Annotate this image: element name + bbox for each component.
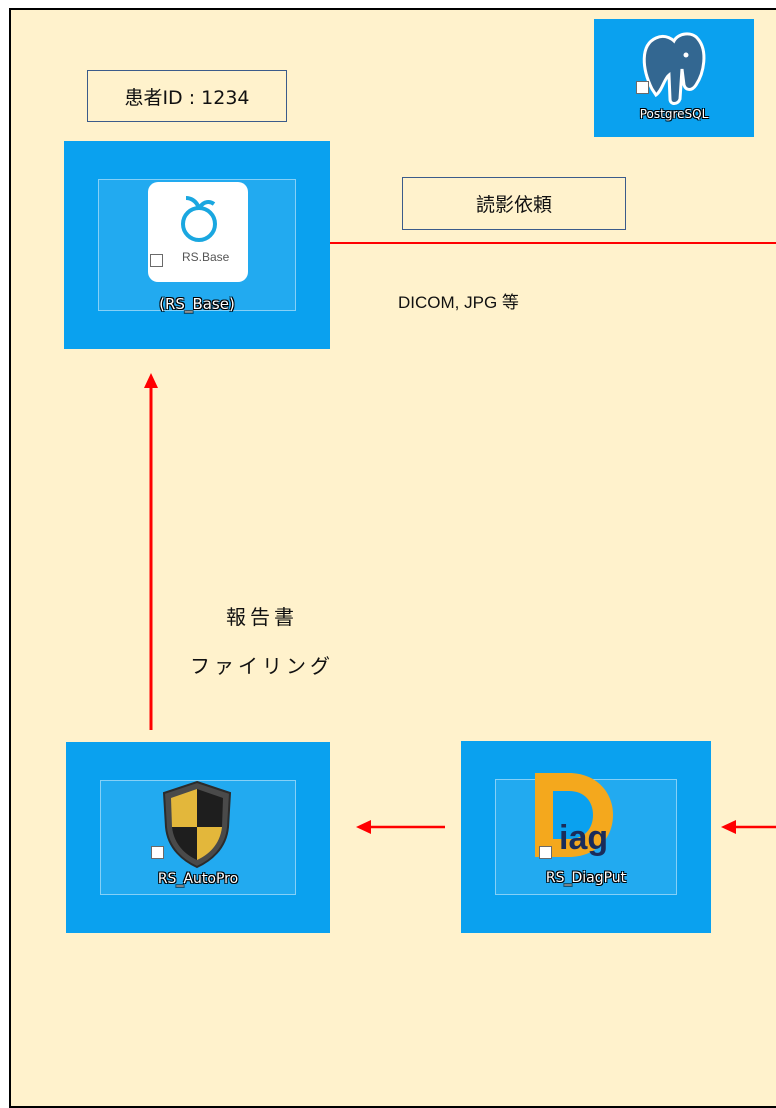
request-label: 読影依頼 [402, 177, 626, 230]
postgresql-caption: PostgreSQL [639, 107, 709, 121]
postgresql-tile[interactable]: PostgreSQL [594, 19, 754, 137]
shortcut-arrow-icon [636, 81, 649, 94]
rs-base-tile[interactable]: RS.Base (RS_Base) [64, 141, 330, 349]
rs-autopro-caption: RS_AutoPro [157, 871, 239, 887]
diagput-to-autopro-arrow [356, 820, 445, 834]
patient-id-label: 患者ID : 1234 [87, 70, 287, 122]
rs-diagput-caption: RS_DiagPut [545, 870, 627, 886]
rs-base-logo: RS.Base [148, 182, 248, 282]
report-filing-line1: 報告書 [226, 605, 298, 629]
filing-arrow [144, 373, 158, 730]
report-filing-line2: ファイリング [190, 654, 334, 678]
rs-diagput-tile[interactable]: iag RS_DiagPut [461, 741, 711, 933]
rs-base-caption: (RS_Base) [159, 295, 235, 313]
rs-autopro-tile[interactable]: RS_AutoPro [66, 742, 330, 933]
postgresql-elephant-icon [642, 32, 706, 105]
apple-icon [181, 196, 217, 242]
rs-base-logo-text: RS.Base [182, 250, 230, 264]
diag-logo-icon [535, 773, 613, 857]
data-format-text: DICOM, JPG 等 [398, 293, 519, 312]
shortcut-arrow-icon [151, 846, 164, 859]
incoming-to-diagput-arrow [721, 820, 776, 834]
shortcut-arrow-icon [150, 254, 163, 267]
shield-icon [162, 780, 232, 869]
diag-logo-text: iag [559, 819, 609, 857]
shortcut-arrow-icon [539, 846, 552, 859]
